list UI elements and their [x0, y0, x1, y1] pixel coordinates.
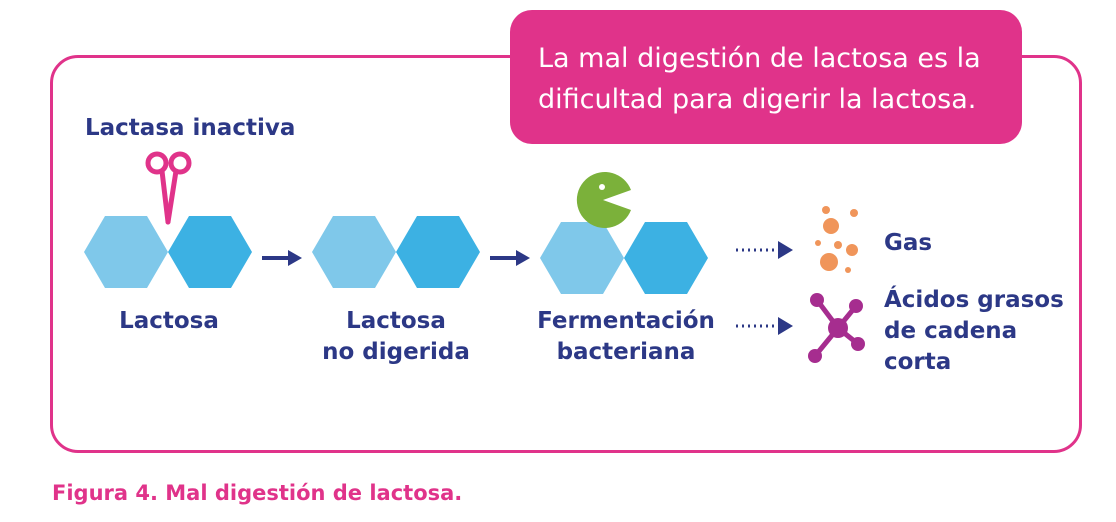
product-label-gas: Gas	[884, 230, 933, 256]
stage-label-undigested: Lactosa no digerida	[306, 306, 486, 368]
pacman-icon	[576, 172, 631, 228]
undigested-lactose-molecule	[312, 216, 480, 288]
stage-label-line: Fermentación	[537, 308, 715, 334]
product-label-line: Ácidos grasos	[884, 287, 1064, 313]
definition-callout: La mal digestión de lactosa es la dificu…	[510, 10, 1022, 144]
lactose-molecule	[84, 216, 252, 288]
hexagon-light	[540, 222, 624, 294]
fermentation-molecule	[540, 222, 708, 294]
hexagon-light	[312, 216, 396, 288]
arrow-icon	[262, 250, 302, 266]
product-label-acids: Ácidos grasos de cadena corta	[884, 285, 1064, 378]
stage-label-line: bacteriana	[556, 339, 696, 365]
enzyme-label: Lactasa inactiva	[85, 115, 296, 141]
hexagon-dark	[168, 216, 252, 288]
arrow-icon	[490, 250, 530, 266]
product-label-line: de cadena	[884, 318, 1018, 344]
stage-label-line: Lactosa	[346, 308, 446, 334]
hexagon-light	[84, 216, 168, 288]
product-label-line: corta	[884, 349, 952, 375]
scissors-icon	[145, 151, 192, 225]
stage-label-lactose: Lactosa	[88, 306, 250, 337]
callout-line-2: dificultad para digerir la lactosa.	[538, 84, 977, 115]
dotted-arrow-icon	[736, 241, 793, 259]
callout-line-1: La mal digestión de lactosa es la	[538, 43, 981, 74]
figure-caption: Figura 4. Mal digestión de lactosa.	[52, 481, 463, 505]
stage-label-fermentation: Fermentación bacteriana	[528, 306, 724, 368]
dotted-arrow-icon	[736, 317, 793, 335]
molecule-icon	[808, 293, 865, 363]
stage-label-line: Lactosa	[119, 308, 219, 334]
stage-label-line: no digerida	[322, 339, 470, 365]
hexagon-dark	[396, 216, 480, 288]
hexagon-dark	[624, 222, 708, 294]
gas-bubbles-icon	[815, 206, 858, 273]
